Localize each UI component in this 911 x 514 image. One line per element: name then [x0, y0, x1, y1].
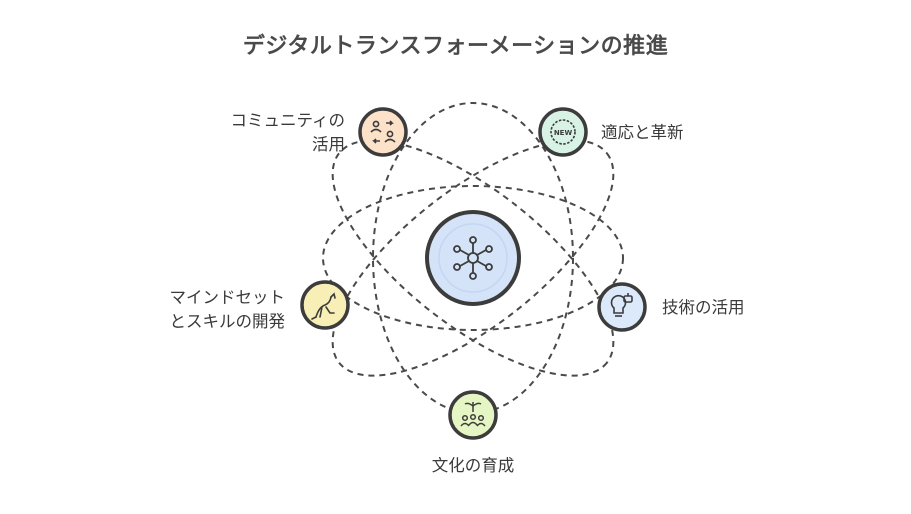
node-label-community: コミュニティの 活用 — [230, 111, 345, 154]
center-hub — [425, 210, 521, 306]
people-exchange-icon — [370, 120, 396, 144]
network-hub-icon — [453, 236, 493, 280]
node-adapt: NEW — [538, 107, 588, 157]
orbit-ellipse-tilted-right — [331, 139, 615, 377]
svg-text:NEW: NEW — [554, 129, 573, 137]
node-community — [358, 107, 408, 157]
kangaroo-icon — [311, 292, 336, 320]
node-culture — [448, 390, 498, 440]
node-label-tech: 技術の活用 — [662, 298, 745, 317]
node-tech — [597, 282, 647, 332]
new-badge-icon: NEW — [550, 119, 576, 145]
orbit-ellipse-tilted-left — [331, 139, 615, 377]
growing-people-icon — [460, 402, 486, 427]
lightbulb-robot-icon — [610, 293, 633, 317]
diagram-title: デジタルトランスフォーメーションの推進 — [242, 34, 669, 59]
node-label-adapt: 適応と革新 — [601, 123, 684, 142]
node-label-culture: 文化の育成 — [431, 456, 515, 475]
orbit-ellipse-horizontal — [322, 185, 624, 331]
node-label-mindset: マインドセット とスキルの開発 — [169, 288, 286, 331]
node-mindset — [300, 280, 350, 330]
